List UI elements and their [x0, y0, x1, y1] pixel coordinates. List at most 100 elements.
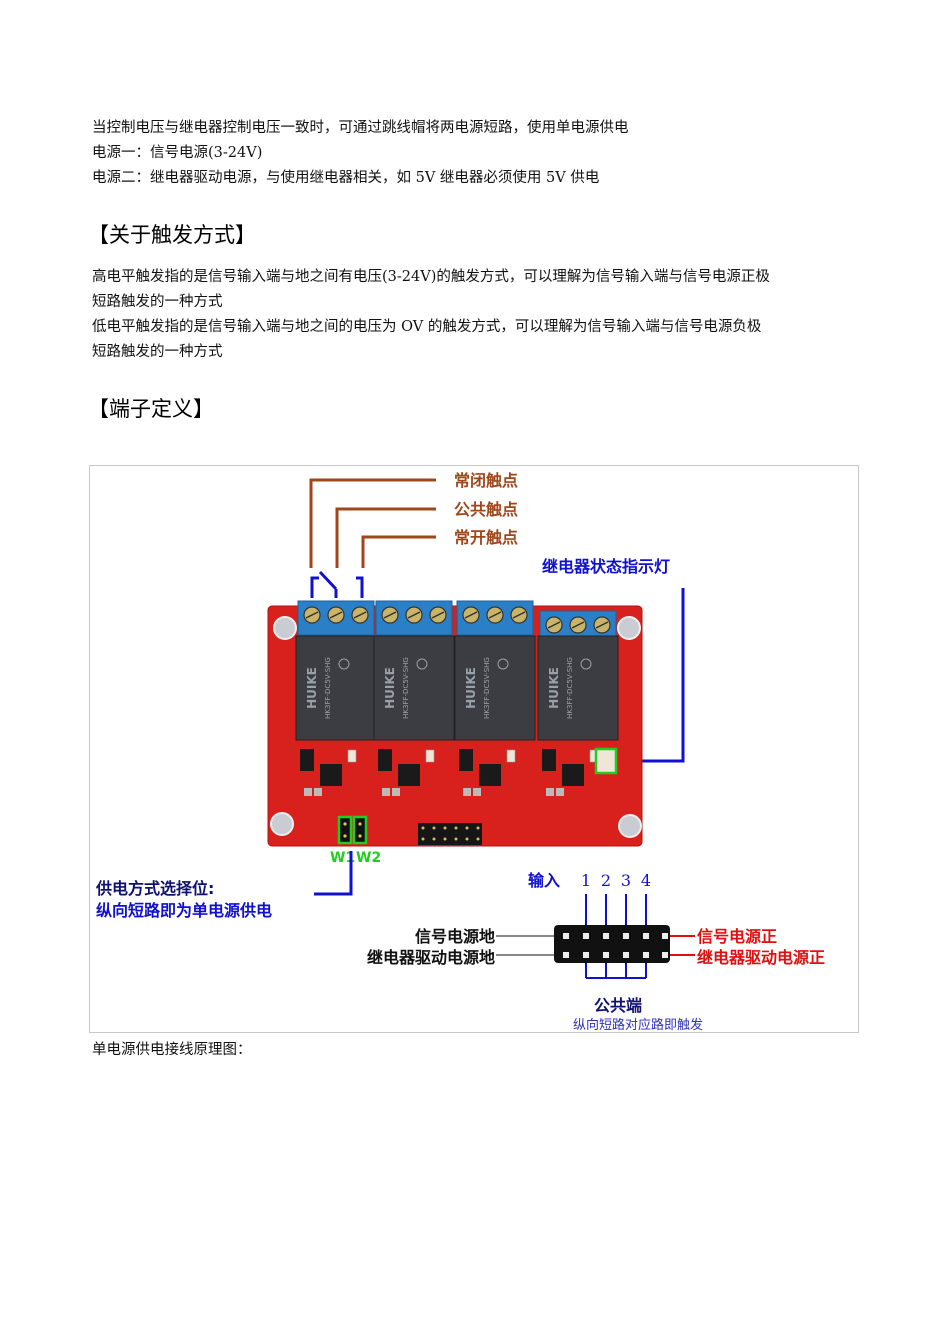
header-pin	[454, 826, 458, 830]
header-pin	[443, 837, 447, 841]
relay-board-diagram: 常闭触点 公共触点 常开触点 继电器状态指示灯 HUIKE HK3FF-DC5V-…	[95, 471, 825, 1033]
led	[425, 749, 435, 763]
resistor	[304, 788, 312, 796]
signal-pos-label: 信号电源正	[697, 927, 777, 946]
relay-model-label: HK3FF-DC5V-SHG	[402, 657, 410, 719]
transistor	[542, 749, 556, 771]
status-led-leader-line	[623, 588, 685, 763]
relay-gnd-label: 继电器驱动电源地	[367, 948, 495, 967]
pcb-pin-header	[418, 823, 482, 845]
transistor	[300, 749, 314, 771]
header-pin	[623, 933, 629, 939]
input-label: 输入	[528, 871, 560, 890]
header-pin	[421, 837, 425, 841]
no-leader-line	[361, 535, 436, 568]
mounting-hole	[617, 616, 641, 640]
com-contact-label: 公共触点	[454, 500, 518, 519]
trigger-line-3: 低电平触发指的是信号输入端与地之间的电压为 OV 的触发方式，可以理解为信号输入…	[92, 319, 762, 335]
header-pin	[563, 952, 569, 958]
nc-leader-line	[309, 478, 436, 568]
jumper-w1	[337, 815, 353, 845]
status-led-label: 继电器状态指示灯	[542, 557, 670, 576]
relay	[454, 635, 536, 741]
com-leader-line	[335, 507, 436, 568]
header-pin	[465, 826, 469, 830]
header-pin	[662, 952, 668, 958]
supply-select-line-1: 供电方式选择位:	[95, 879, 214, 898]
supply-select-leader-line	[314, 851, 353, 896]
transistor	[378, 749, 392, 771]
optocoupler	[320, 764, 342, 786]
header-pin	[563, 933, 569, 939]
header-pin	[432, 826, 436, 830]
header-pin	[443, 826, 447, 830]
resistor	[382, 788, 390, 796]
relay-brand-label: HUIKE	[383, 667, 397, 709]
relay-board-figure: 常闭触点 公共触点 常开触点 继电器状态指示灯 HUIKE HK3FF-DC5V-…	[89, 465, 859, 1033]
header-pin	[421, 826, 425, 830]
header-pin	[623, 952, 629, 958]
relay	[295, 635, 377, 741]
no-contact-label: 常开触点	[454, 528, 518, 547]
relay-model-label: HK3FF-DC5V-SHG	[566, 657, 574, 719]
relay-brand-label: HUIKE	[547, 667, 561, 709]
intro-line-1: 当控制电压与继电器控制电压一致时，可通过跳线帽将两电源短路，使用单电源供电	[92, 120, 629, 136]
input-number-label: 1	[581, 871, 591, 890]
header-pin	[432, 837, 436, 841]
header-pin	[603, 933, 609, 939]
contact-leader-lines	[309, 478, 436, 568]
led	[506, 749, 516, 763]
nc-contact-label: 常闭触点	[454, 471, 518, 490]
optocoupler	[479, 764, 501, 786]
mounting-hole	[618, 814, 642, 838]
optocoupler	[398, 764, 420, 786]
common-subtitle: 纵向短路对应路即触发	[573, 1017, 703, 1033]
relay-brand-label: HUIKE	[464, 667, 478, 709]
driver-components	[300, 749, 599, 796]
relay-pos-label: 继电器驱动电源正	[697, 948, 825, 967]
relay-brand-label: HUIKE	[305, 667, 319, 709]
header-pin	[583, 952, 589, 958]
trigger-line-1: 高电平触发指的是信号输入端与地之间有电压(3-24V)的触发方式，可以理解为信号…	[92, 269, 770, 285]
header-pin	[643, 952, 649, 958]
input-number-label: 4	[641, 871, 651, 890]
mounting-hole	[270, 812, 294, 836]
trigger-line-2: 短路触发的一种方式	[92, 294, 223, 310]
intro-line-2: 电源一：信号电源(3-24V)	[92, 145, 263, 161]
common-title: 公共端	[594, 996, 642, 1015]
header-pin	[603, 952, 609, 958]
transistor	[459, 749, 473, 771]
supply-select-line-2: 纵向短路即为单电源供电	[96, 901, 272, 920]
mounting-hole	[273, 616, 297, 640]
resistor	[314, 788, 322, 796]
header-connector	[554, 925, 670, 963]
header-pin	[476, 837, 480, 841]
jumper-block	[337, 815, 368, 845]
resistor	[463, 788, 471, 796]
led	[347, 749, 357, 763]
trigger-line-4: 短路触发的一种方式	[92, 344, 223, 360]
header-pin	[643, 933, 649, 939]
input-number-label: 3	[621, 871, 631, 890]
header-pin	[454, 837, 458, 841]
status-led-highlight	[594, 747, 618, 775]
signal-gnd-label: 信号电源地	[415, 927, 495, 946]
optocoupler	[562, 764, 584, 786]
jumper-w2	[352, 815, 368, 845]
input-number-label: 2	[601, 871, 611, 890]
resistor	[392, 788, 400, 796]
resistor	[556, 788, 564, 796]
intro-line-3: 电源二：继电器驱动电源，与使用继电器相关，如 5V 继电器必须使用 5V 供电	[92, 170, 600, 186]
jumper-w1-label: W1	[330, 850, 355, 866]
relay-model-label: HK3FF-DC5V-SHG	[483, 657, 491, 719]
jumper-w2-label: W2	[356, 850, 381, 866]
resistor	[546, 788, 554, 796]
switch-symbol-icon	[310, 570, 364, 598]
header-pin	[583, 933, 589, 939]
relay	[373, 635, 455, 741]
relay-model-label: HK3FF-DC5V-SHG	[324, 657, 332, 719]
header-pin	[476, 826, 480, 830]
section-heading-terminal: 【端子定义】	[88, 397, 214, 421]
header-pin	[465, 837, 469, 841]
caption: 单电源供电接线原理图：	[92, 1042, 252, 1058]
